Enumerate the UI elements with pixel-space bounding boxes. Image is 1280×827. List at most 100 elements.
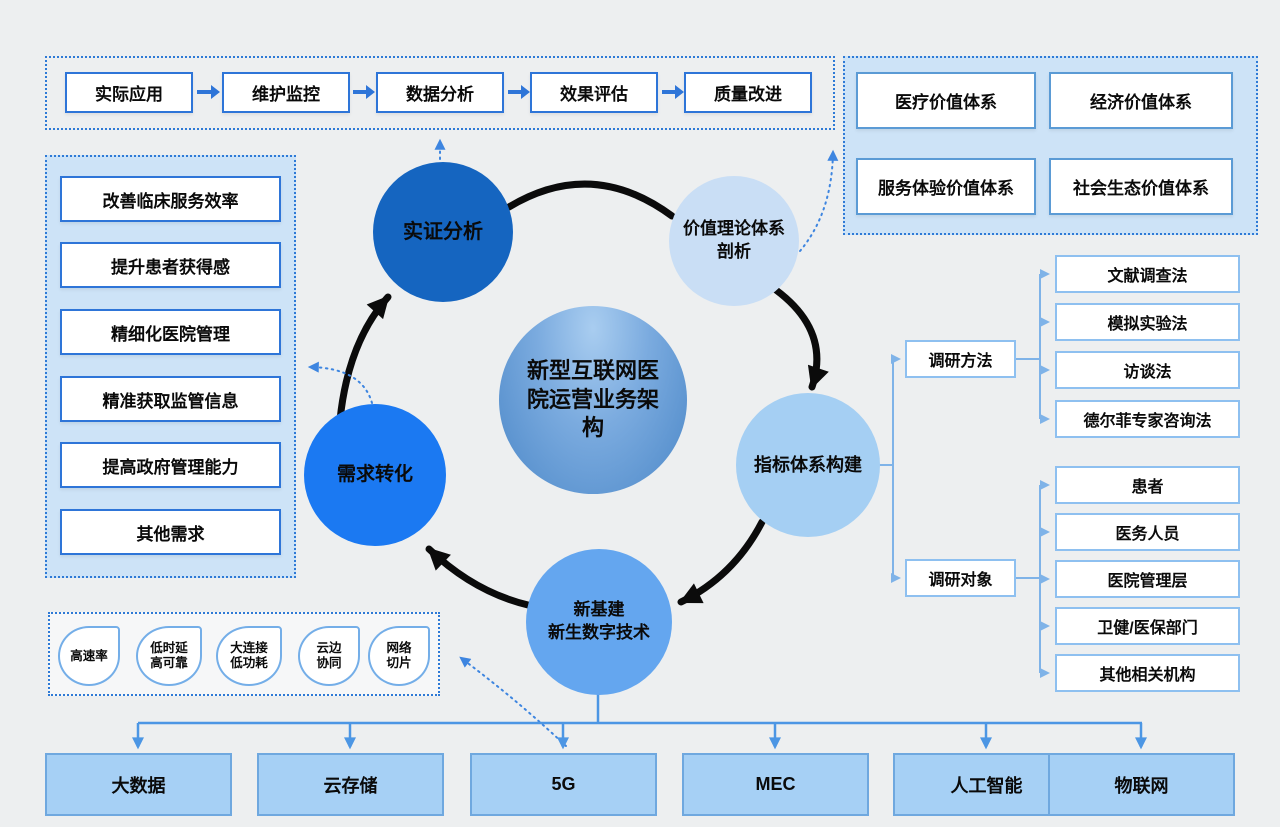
flow-step-label: 质量改进: [714, 85, 782, 104]
research-objects-label: 调研对象: [928, 572, 993, 589]
cycle-node-new-infrastructure: 新基建 新生数字技术: [526, 549, 672, 695]
flow-arrow-icon: [508, 85, 530, 99]
value-system-box: 经济价值体系: [1049, 72, 1233, 129]
research-object-item: 医院管理层: [1055, 560, 1240, 598]
flow-step-box: 质量改进: [684, 72, 812, 113]
demand-label: 其他需求: [136, 524, 205, 544]
demand-label: 精细化医院管理: [111, 324, 230, 344]
demand-box: 改善临床服务效率: [60, 176, 281, 222]
cycle-node-empirical-analysis: 实证分析: [373, 162, 513, 302]
network-feature-shape: 网络 切片: [368, 626, 430, 686]
flow-step-label: 实际应用: [95, 85, 163, 104]
cycle-node-label: 新基建: [573, 600, 625, 620]
network-feature-label: 大连接: [230, 641, 268, 655]
technology-label: 5G: [551, 774, 576, 794]
network-feature-label: 切片: [386, 656, 412, 670]
flow-step-box: 效果评估: [530, 72, 658, 113]
technology-label: MEC: [755, 774, 796, 794]
network-feature-shape: 低时延 高可靠: [136, 626, 202, 686]
cycle-node-value-theory: 价值理论体系 剖析: [669, 176, 799, 306]
network-feature-label: 低时延: [150, 641, 188, 655]
research-method-label: 文献调查法: [1107, 268, 1188, 285]
research-object-label: 医院管理层: [1107, 573, 1188, 590]
dotted-arrow-demand-to-demands-panel: [307, 361, 373, 404]
flow-arrow-icon: [662, 85, 684, 99]
technology-box: 5G: [470, 753, 657, 816]
research-object-item: 医务人员: [1055, 513, 1240, 551]
demand-box: 提升患者获得感: [60, 242, 281, 288]
research-method-label: 访谈法: [1123, 364, 1172, 381]
flow-step-label: 效果评估: [560, 85, 628, 104]
deployment-flow-panel: [45, 56, 835, 130]
research-object-label: 患者: [1131, 479, 1164, 496]
research-object-label: 卫健/医保部门: [1097, 620, 1198, 637]
research-objects-label-box: 调研对象: [905, 559, 1016, 597]
research-method-label: 模拟实验法: [1107, 316, 1188, 333]
flow-step-label: 维护监控: [252, 85, 320, 104]
research-method-item: 访谈法: [1055, 351, 1240, 389]
technology-label: 人工智能: [950, 775, 1023, 796]
cycle-node-label: 新生数字技术: [548, 623, 650, 642]
cycle-node-label: 剖析: [717, 242, 751, 261]
cycle-arc-valuetheory-to-indicator: [772, 286, 829, 391]
flow-arrow-icon: [197, 85, 220, 99]
technology-label: 物联网: [1114, 775, 1169, 796]
cycle-node-label: 指标体系构建: [754, 454, 862, 475]
demand-label: 改善临床服务效率: [102, 191, 239, 211]
network-feature-shape: 云边 协同: [298, 626, 360, 686]
research-method-item: 模拟实验法: [1055, 303, 1240, 341]
network-feature-label: 高可靠: [150, 656, 188, 670]
demand-box: 提高政府管理能力: [60, 442, 281, 488]
demand-label: 提高政府管理能力: [102, 457, 239, 477]
cycle-arc-empirical-to-valuetheory: [505, 180, 676, 220]
demands-panel: [45, 155, 296, 578]
technology-label: 大数据: [111, 775, 166, 796]
technology-tree: [132, 694, 1147, 750]
research-methods-label-box: 调研方法: [905, 340, 1016, 378]
research-object-label: 其他相关机构: [1099, 667, 1196, 684]
network-feature-shape: 大连接 低功耗: [216, 626, 282, 686]
demand-label: 提升患者获得感: [111, 257, 230, 277]
cycle-arc-infrastructure-to-demand: [425, 545, 532, 609]
value-system-box: 医疗价值体系: [856, 72, 1036, 129]
research-object-item: 卫健/医保部门: [1055, 607, 1240, 645]
network-feature-label: 低功耗: [230, 656, 268, 670]
value-system-label: 社会生态价值体系: [1073, 179, 1209, 198]
flow-step-box: 实际应用: [65, 72, 193, 113]
technology-label: 云存储: [323, 775, 378, 796]
network-feature-label: 协同: [316, 656, 342, 670]
research-method-label: 德尔菲专家咨询法: [1083, 413, 1212, 430]
technology-box: 大数据: [45, 753, 232, 816]
value-system-label: 医疗价值体系: [895, 93, 997, 112]
cycle-node-label: 实证分析: [403, 220, 483, 243]
research-method-item: 文献调查法: [1055, 255, 1240, 293]
technology-box: MEC: [682, 753, 869, 816]
network-feature-shape: 高速率: [58, 626, 120, 686]
demand-label: 精准获取监管信息: [102, 391, 239, 411]
network-feature-label: 高速率: [70, 648, 108, 663]
research-object-label: 医务人员: [1115, 526, 1180, 543]
demand-box: 精细化医院管理: [60, 309, 281, 355]
network-feature-label: 云边: [316, 641, 342, 655]
technology-box: 物联网: [1048, 753, 1235, 816]
center-node: 新型互联网医 院运营业务架 构: [499, 306, 687, 494]
technology-box: 云存储: [257, 753, 444, 816]
cycle-arc-indicator-to-infrastructure: [677, 518, 766, 606]
research-object-item: 其他相关机构: [1055, 654, 1240, 692]
value-system-label: 服务体验价值体系: [878, 179, 1014, 198]
center-node-line: 院运营业务架: [526, 386, 659, 412]
dotted-arrow-valuetheory-to-valuesystems: [799, 149, 839, 252]
research-methods-label: 调研方法: [928, 353, 993, 370]
demand-box: 其他需求: [60, 509, 281, 555]
flow-step-box: 维护监控: [222, 72, 350, 113]
flow-step-label: 数据分析: [406, 85, 474, 104]
network-feature-label: 网络: [386, 641, 412, 655]
value-system-box: 社会生态价值体系: [1049, 158, 1233, 215]
cycle-arc-demand-to-empirical: [336, 293, 392, 424]
value-system-label: 经济价值体系: [1090, 93, 1192, 112]
cycle-node-label: 价值理论体系: [683, 219, 785, 239]
center-node-line: 新型互联网医: [526, 358, 659, 384]
research-bracket: [879, 269, 1050, 678]
cycle-node-demand-transform: 需求转化: [304, 404, 446, 546]
